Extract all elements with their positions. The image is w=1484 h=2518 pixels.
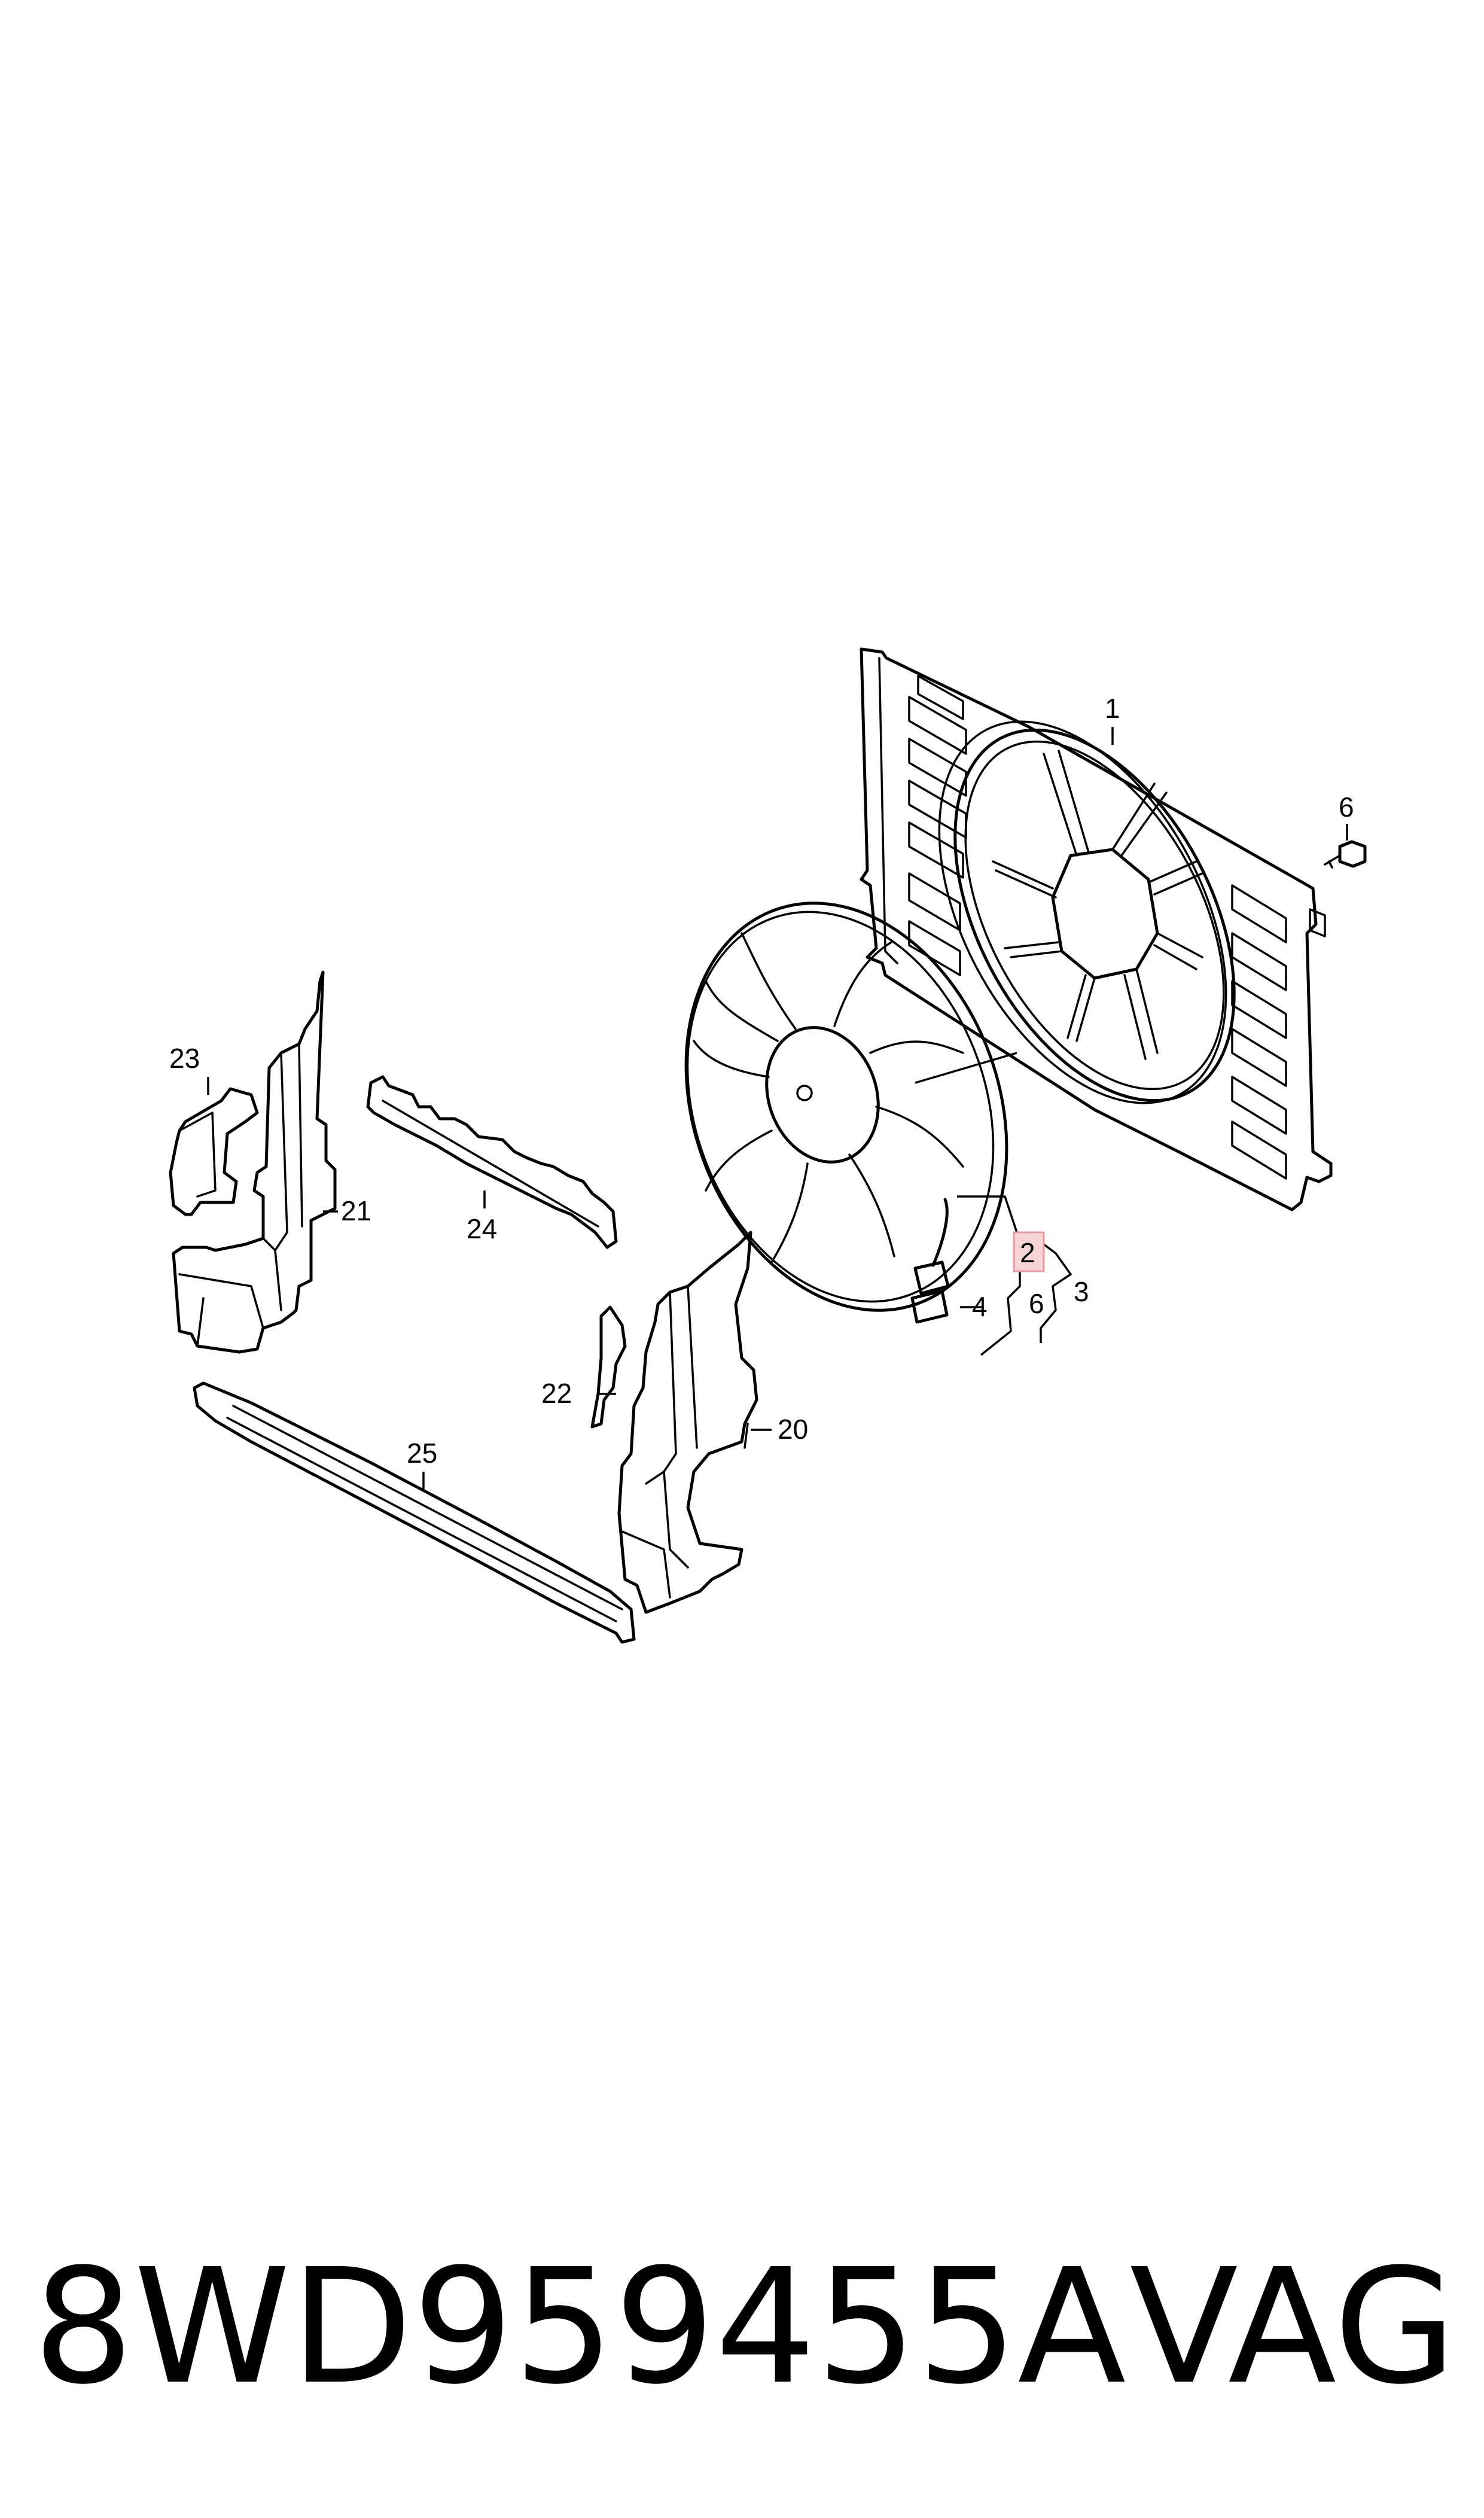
callout-2: 2	[1020, 1237, 1035, 1268]
callout-4: 4	[972, 1291, 988, 1322]
upper-bracket	[366, 1075, 618, 1249]
callout-25: 25	[407, 1438, 437, 1469]
callout-6-bolt: 6	[1339, 791, 1354, 823]
callout-6-fan: 6	[1029, 1288, 1044, 1319]
bolt	[1324, 840, 1367, 869]
callout-2-highlight	[1013, 1231, 1045, 1272]
callout-22: 22	[541, 1378, 572, 1409]
lower-bracket	[193, 1381, 636, 1644]
callout-21: 21	[341, 1195, 371, 1226]
right-air-guide	[590, 1231, 758, 1614]
callout-23: 23	[169, 1043, 200, 1074]
callout-3: 3	[1074, 1276, 1089, 1307]
callouts: 1 2 3 4 6 6 20 21 22 23 24 25	[169, 693, 1354, 1469]
caption: 8WD959455A VAG	[33, 2237, 1456, 2417]
part-number: 8WD959455A	[33, 2235, 1126, 2419]
callout-20: 20	[778, 1414, 808, 1445]
callout-1: 1	[1105, 693, 1120, 724]
brand-name: VAG	[1129, 2235, 1456, 2419]
callout-24: 24	[467, 1213, 497, 1244]
leader-lines	[207, 727, 1348, 1490]
fan-wheel	[684, 902, 1008, 1324]
left-air-guide	[169, 970, 337, 1354]
fan-shroud	[860, 647, 1333, 1211]
